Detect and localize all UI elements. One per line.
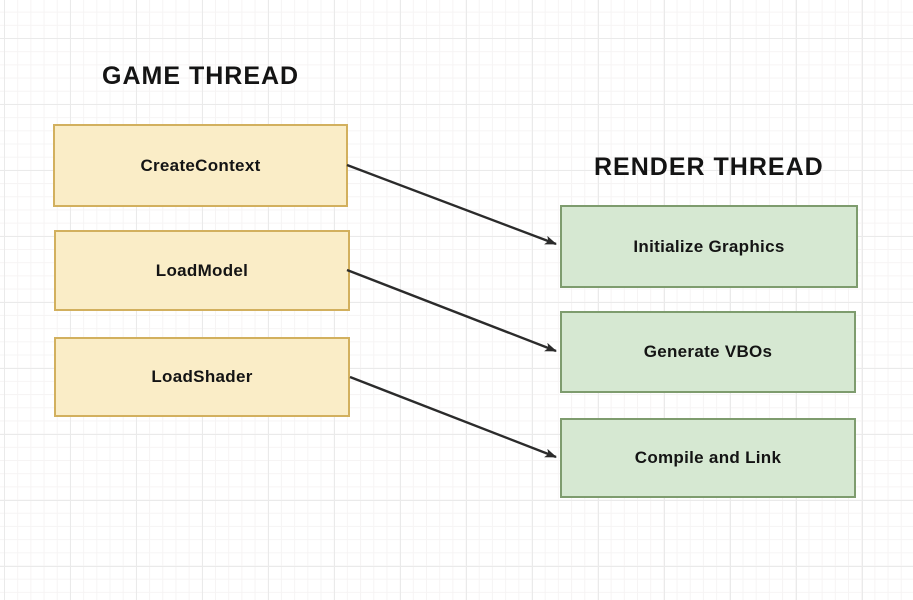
game-thread-title: GAME THREAD bbox=[102, 62, 300, 90]
node-generate-vbos: Generate VBOs bbox=[560, 311, 856, 393]
render-thread-title: RENDER THREAD bbox=[594, 153, 824, 181]
node-label: LoadModel bbox=[155, 260, 249, 280]
node-initialize-graphics: Initialize Graphics bbox=[560, 205, 858, 288]
arrow-loadshader-to-compile-and-link bbox=[349, 375, 557, 459]
node-label: LoadShader bbox=[151, 367, 253, 386]
node-compile-and-link: Compile and Link bbox=[560, 418, 856, 498]
arrow-createcontext-to-initialize-graphics bbox=[346, 163, 557, 246]
node-loadmodel: LoadModel bbox=[54, 230, 350, 311]
node-label: Generate VBOs bbox=[643, 342, 773, 361]
arrow-loadmodel-to-generate-vbos bbox=[346, 268, 557, 353]
node-createcontext: CreateContext bbox=[53, 124, 348, 207]
node-label: Compile and Link bbox=[634, 448, 782, 467]
node-label: Initialize Graphics bbox=[633, 236, 785, 256]
node-loadshader: LoadShader bbox=[54, 337, 350, 417]
node-label: CreateContext bbox=[140, 155, 261, 175]
